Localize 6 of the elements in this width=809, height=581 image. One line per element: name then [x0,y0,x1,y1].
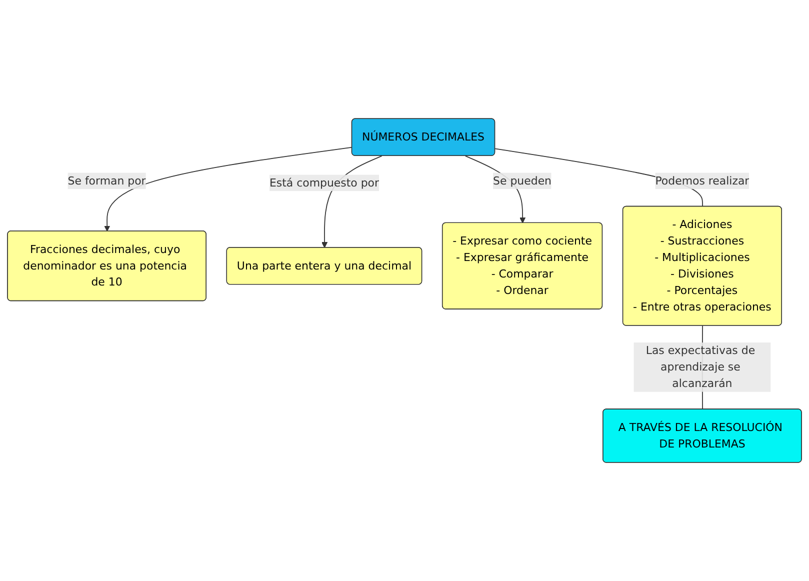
edge-label: Se pueden [493,174,552,188]
edge-label: Está compuesto por [269,176,379,190]
edge-label: Se forman por [68,174,146,188]
edge-label: Las expectativas de aprendizaje se alcanzarán [646,344,756,390]
arrow [104,146,353,232]
edge-label: Podemos realizar [655,174,750,188]
